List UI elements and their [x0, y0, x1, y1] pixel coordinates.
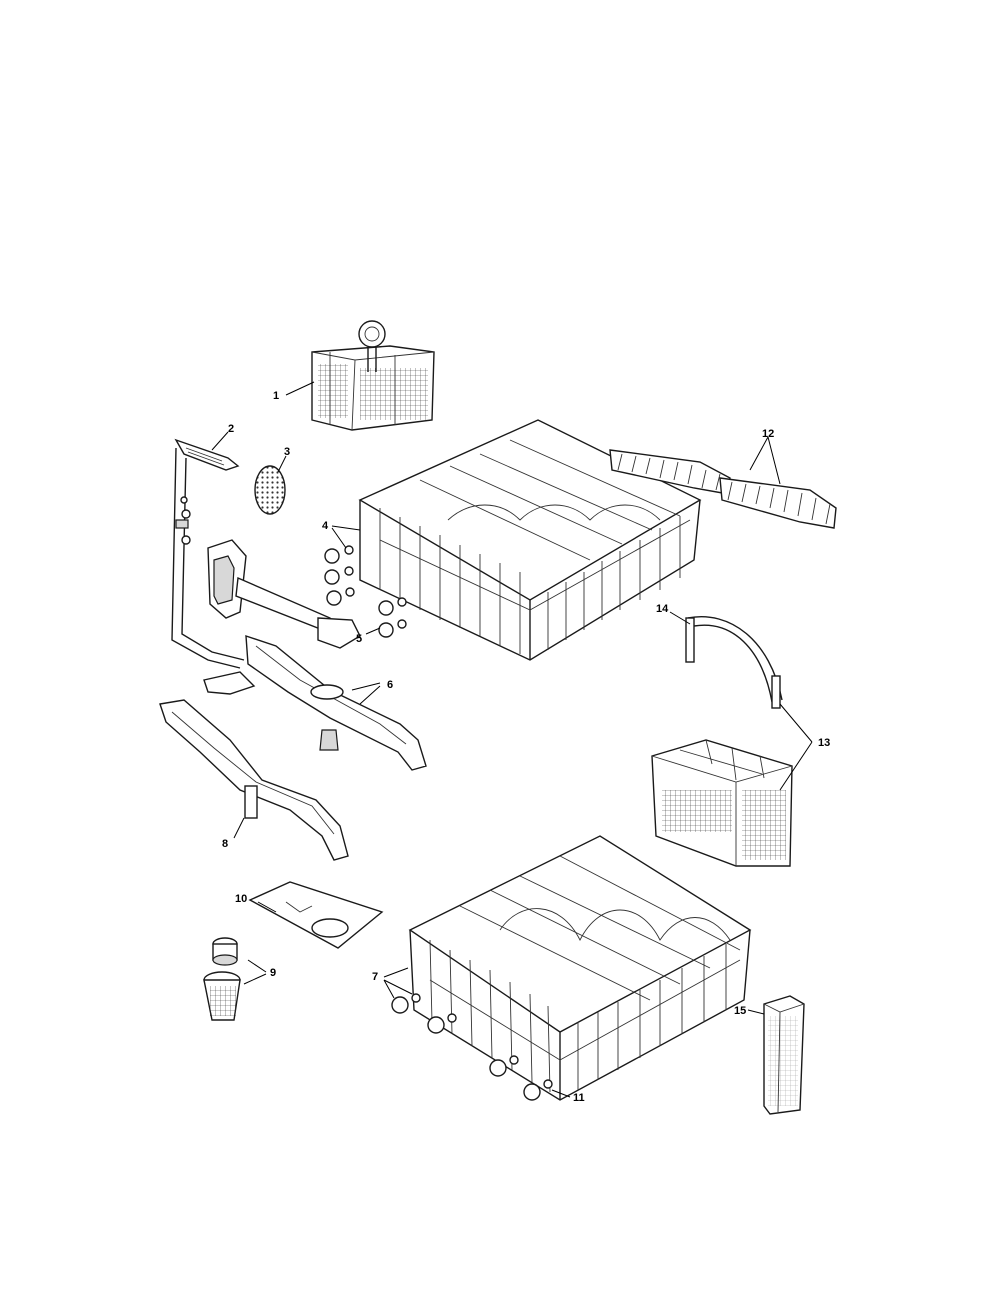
callout-14: 14: [656, 603, 669, 615]
cutlery-basket-top: [311, 320, 435, 431]
callout-labels: 1 2 3 4 5 6 7 8 9 10 11 12 13 14 15: [222, 390, 830, 1104]
upper-rack: [358, 419, 702, 661]
callout-3: 3: [284, 446, 290, 458]
lower-spray-arm: [159, 699, 349, 861]
leader-lines: [211, 381, 813, 1098]
callout-8: 8: [222, 838, 228, 850]
callout-4: 4: [322, 520, 329, 532]
callout-11: 11: [573, 1092, 585, 1104]
spray-arm-supply-tube: [171, 438, 245, 669]
upper-spray-arm-assembly: [203, 539, 361, 695]
rack-handle: [685, 616, 783, 709]
tine-rows: [609, 449, 837, 529]
callout-1: 1: [273, 390, 279, 402]
callout-12: 12: [762, 428, 774, 440]
filter-cup: [203, 937, 241, 1021]
callout-7: 7: [372, 971, 378, 983]
callout-13: 13: [818, 737, 830, 749]
callout-2: 2: [228, 423, 234, 435]
lower-rack: [408, 835, 752, 1101]
upper-rack-rollers: [324, 545, 355, 606]
callout-6: 6: [387, 679, 393, 691]
small-basket: [763, 995, 805, 1115]
callout-5: 5: [356, 633, 362, 645]
callout-15: 15: [734, 1005, 746, 1017]
callout-10: 10: [235, 893, 247, 905]
filter-plate: [248, 881, 384, 949]
callout-9: 9: [270, 967, 276, 979]
rack-stops: [378, 597, 407, 638]
filter-disc: [254, 465, 286, 515]
cutlery-basket-side: [651, 739, 793, 867]
roller: [523, 1079, 553, 1101]
middle-spray-arm: [245, 635, 427, 771]
lower-rack-rollers: [391, 993, 519, 1077]
